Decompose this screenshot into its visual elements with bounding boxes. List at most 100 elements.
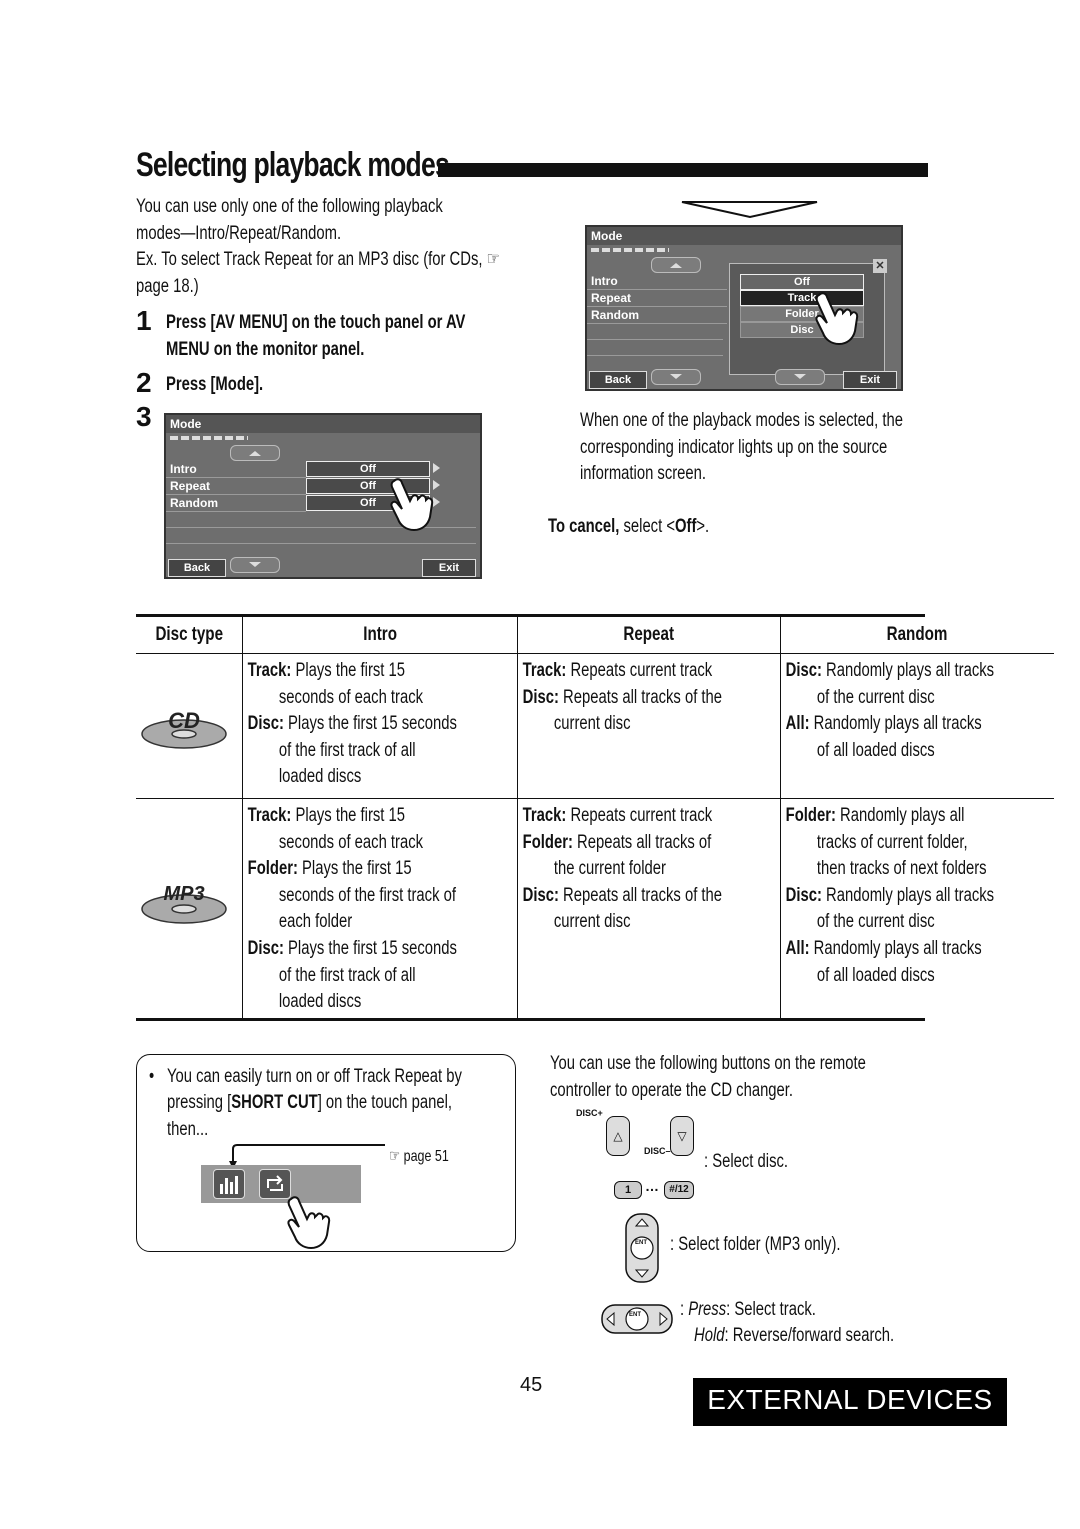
- screen-stripe: [170, 436, 248, 440]
- screen-header: Mode: [166, 415, 480, 433]
- table-cell-line: Disc: Randomly plays all tracks: [785, 660, 994, 681]
- number-key-1[interactable]: 1: [614, 1181, 642, 1199]
- table-cell-line: Track: Plays the first 15: [247, 805, 406, 826]
- option-popup: Off Track Folder Disc: [729, 263, 885, 375]
- note-line-3: then...: [167, 1119, 209, 1140]
- table-cell-key: Track:: [522, 805, 567, 826]
- cd-disc-cell: CD: [136, 653, 243, 799]
- mp3-disc-cell: MP3: [136, 799, 243, 1019]
- next-step-arrow-icon: [681, 201, 818, 219]
- table-cell-line: of the first track of all: [278, 739, 416, 761]
- number-key-12[interactable]: #/12: [664, 1181, 694, 1199]
- step-2-text: Press [Mode].: [166, 374, 264, 395]
- option-track[interactable]: Track: [740, 290, 864, 306]
- table-cell-key: Disc:: [247, 713, 284, 735]
- table-cell-line: the current folder: [554, 858, 667, 880]
- short-cut-note-box: • You can easily turn on or off Track Re…: [136, 1054, 516, 1252]
- back-button[interactable]: Back: [168, 559, 226, 577]
- table-cell-key: Disc:: [522, 686, 560, 708]
- screen-header: Mode: [587, 227, 901, 245]
- table-cell-key: Disc:: [522, 884, 560, 906]
- exit-button[interactable]: Exit: [422, 559, 476, 577]
- table-cell-line: of the current disc: [816, 686, 935, 708]
- mode-row-random[interactable]: Random: [587, 307, 727, 324]
- table-cell-key: Folder:: [247, 858, 298, 880]
- indicator-note-line-3: information screen.: [580, 463, 707, 484]
- table-cell-line: seconds of the first track of: [278, 884, 456, 906]
- table-cell-line: each folder: [278, 911, 353, 933]
- table-cell-line: of all loaded discs: [816, 964, 935, 986]
- mode-row-intro[interactable]: Intro: [587, 273, 727, 290]
- exit-button[interactable]: Exit: [843, 371, 897, 389]
- step-2-number: 2: [136, 367, 152, 398]
- cancel-label: To cancel,: [548, 516, 620, 537]
- hand-pointer-icon: [815, 292, 859, 346]
- table-cell-line: Folder: Repeats all tracks of: [522, 831, 712, 853]
- cancel-note: To cancel, select <Off>.: [548, 513, 709, 540]
- close-popup-button[interactable]: ✕: [873, 259, 887, 273]
- select-disc-text: : Select disc.: [704, 1151, 789, 1172]
- scroll-up-button[interactable]: [651, 257, 701, 273]
- equalizer-button[interactable]: [213, 1169, 245, 1199]
- mode-row-repeat[interactable]: Repeat: [166, 478, 306, 495]
- disc-down-button[interactable]: ▽: [670, 1116, 694, 1156]
- section-tab: EXTERNAL DEVICES: [693, 1378, 1007, 1426]
- table-cell-line: of the current disc: [816, 911, 935, 933]
- cancel-end: >.: [696, 516, 710, 537]
- ent-label-2: ENT: [629, 1312, 641, 1318]
- folder-select-dpad-icon[interactable]: [622, 1212, 662, 1284]
- table-cell-key: Track:: [522, 660, 567, 681]
- table-cell-key: Disc:: [785, 660, 822, 681]
- select-folder-text: : Select folder (MP3 only).: [670, 1234, 841, 1255]
- table-cell-key: Disc:: [247, 937, 284, 959]
- note-line-1: You can easily turn on or off Track Repe…: [167, 1066, 462, 1087]
- press-select-track: : Press: Select track.: [680, 1299, 816, 1320]
- mode-row-random[interactable]: Random: [166, 495, 306, 512]
- popup-scroll-down-button[interactable]: [775, 369, 825, 385]
- track-select-dpad-icon[interactable]: [600, 1302, 674, 1336]
- table-cell-line: Track: Repeats current track: [522, 805, 713, 826]
- page-number: 45: [520, 1374, 543, 1396]
- table-cell-line: Disc: Plays the first 15 seconds: [247, 937, 457, 959]
- intro-line-3: Ex. To select Track Repeat for an MP3 di…: [136, 249, 500, 270]
- intro-value[interactable]: Off: [306, 461, 430, 477]
- empty-row-divider: [166, 543, 476, 544]
- table-cell-line: Track: Repeats current track: [522, 660, 713, 681]
- table-cell-line: loaded discs: [278, 991, 362, 1013]
- key-range-dots: …: [645, 1178, 659, 1194]
- repeat-button[interactable]: [259, 1169, 291, 1199]
- table-cell-line: Folder: Plays the first 15: [247, 858, 412, 880]
- table-cell-key: Disc:: [785, 884, 822, 906]
- col-disc-type: Disc type: [136, 617, 243, 654]
- step-3-number: 3: [136, 401, 152, 432]
- down-arrow-icon: [794, 374, 806, 379]
- page-51-reference: ☞ page 51: [389, 1148, 449, 1165]
- mode-row-repeat[interactable]: Repeat: [587, 290, 727, 307]
- option-off[interactable]: Off: [740, 274, 864, 290]
- table-cell-key: All:: [785, 937, 810, 959]
- empty-row-divider: [587, 355, 723, 356]
- remote-intro-line-1: You can use the following buttons on the…: [550, 1053, 866, 1074]
- table-cell-line: then tracks of next folders: [816, 858, 987, 880]
- table-cell-line: Track: Plays the first 15: [247, 660, 406, 681]
- cd-random-cell: Disc: Randomly plays all tracks of the cu…: [779, 653, 1054, 799]
- hold-search: Hold: Reverse/forward search.: [694, 1325, 895, 1346]
- scroll-up-button[interactable]: [230, 445, 280, 461]
- table-cell-line: Disc: Randomly plays all tracks: [785, 884, 994, 906]
- cancel-off: Off: [674, 516, 697, 537]
- disc-up-button[interactable]: △: [606, 1116, 630, 1156]
- table-cell-line: Disc: Plays the first 15 seconds: [247, 713, 457, 735]
- down-arrow-icon: [670, 374, 682, 379]
- scroll-down-button[interactable]: [651, 369, 701, 385]
- mode-row-intro[interactable]: Intro: [166, 461, 306, 478]
- back-button[interactable]: Back: [589, 371, 647, 389]
- scroll-down-button[interactable]: [230, 557, 280, 573]
- hand-pointer-icon: [390, 478, 434, 532]
- cancel-text: select <: [619, 516, 675, 537]
